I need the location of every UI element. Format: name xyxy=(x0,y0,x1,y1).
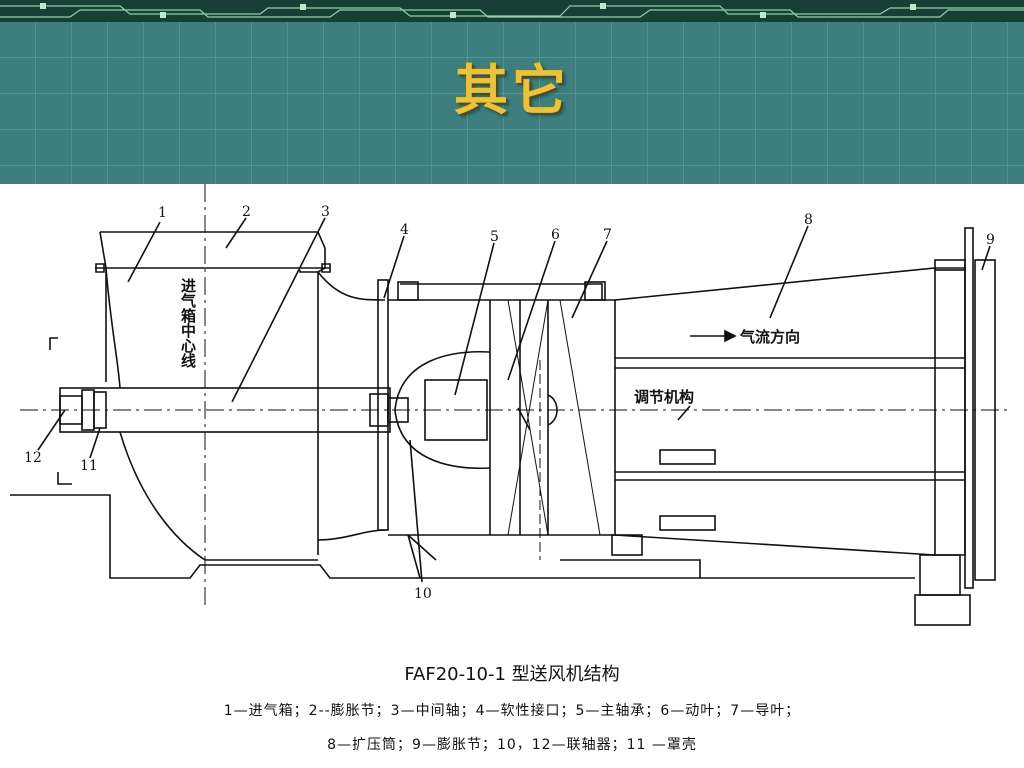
part-number-12: 12 xyxy=(24,450,42,466)
airflow-direction-label: 气流方向 xyxy=(739,328,800,346)
circuit-board-strip xyxy=(0,0,1024,22)
fan-structure-diagram: 1 2 3 4 5 6 7 8 9 10 11 12 进气箱中心线 气流方向 调… xyxy=(10,184,1010,626)
figure-legend-line-2: 8—扩压筒；9—膨胀节；10，12—联轴器；11 —罩壳 xyxy=(327,737,697,753)
part-number-6: 6 xyxy=(551,227,560,243)
part-number-5: 5 xyxy=(490,229,499,245)
figure-caption-title: FAF20-10-1 型送风机结构 xyxy=(404,664,620,685)
part-number-10: 10 xyxy=(414,586,432,602)
inlet-centerline-label: 进气箱中心线 xyxy=(179,278,197,369)
grid-pattern xyxy=(0,22,1024,184)
part-number-3: 3 xyxy=(321,204,330,220)
part-number-4: 4 xyxy=(400,222,409,238)
part-number-2: 2 xyxy=(242,204,251,220)
part-number-1: 1 xyxy=(158,205,167,221)
slide-title: 其它 xyxy=(454,58,570,122)
part-number-11: 11 xyxy=(80,458,98,474)
part-number-7: 7 xyxy=(603,227,612,243)
regulator-mechanism-label: 调节机构 xyxy=(634,388,694,406)
figure-legend-line-1: 1—进气箱；2--膨胀节；3—中间轴；4—软性接口；5—主轴承；6—动叶；7—导… xyxy=(223,703,801,719)
part-number-8: 8 xyxy=(804,212,813,228)
part-number-9: 9 xyxy=(986,232,995,248)
slide-header: 其它 xyxy=(0,0,1024,184)
